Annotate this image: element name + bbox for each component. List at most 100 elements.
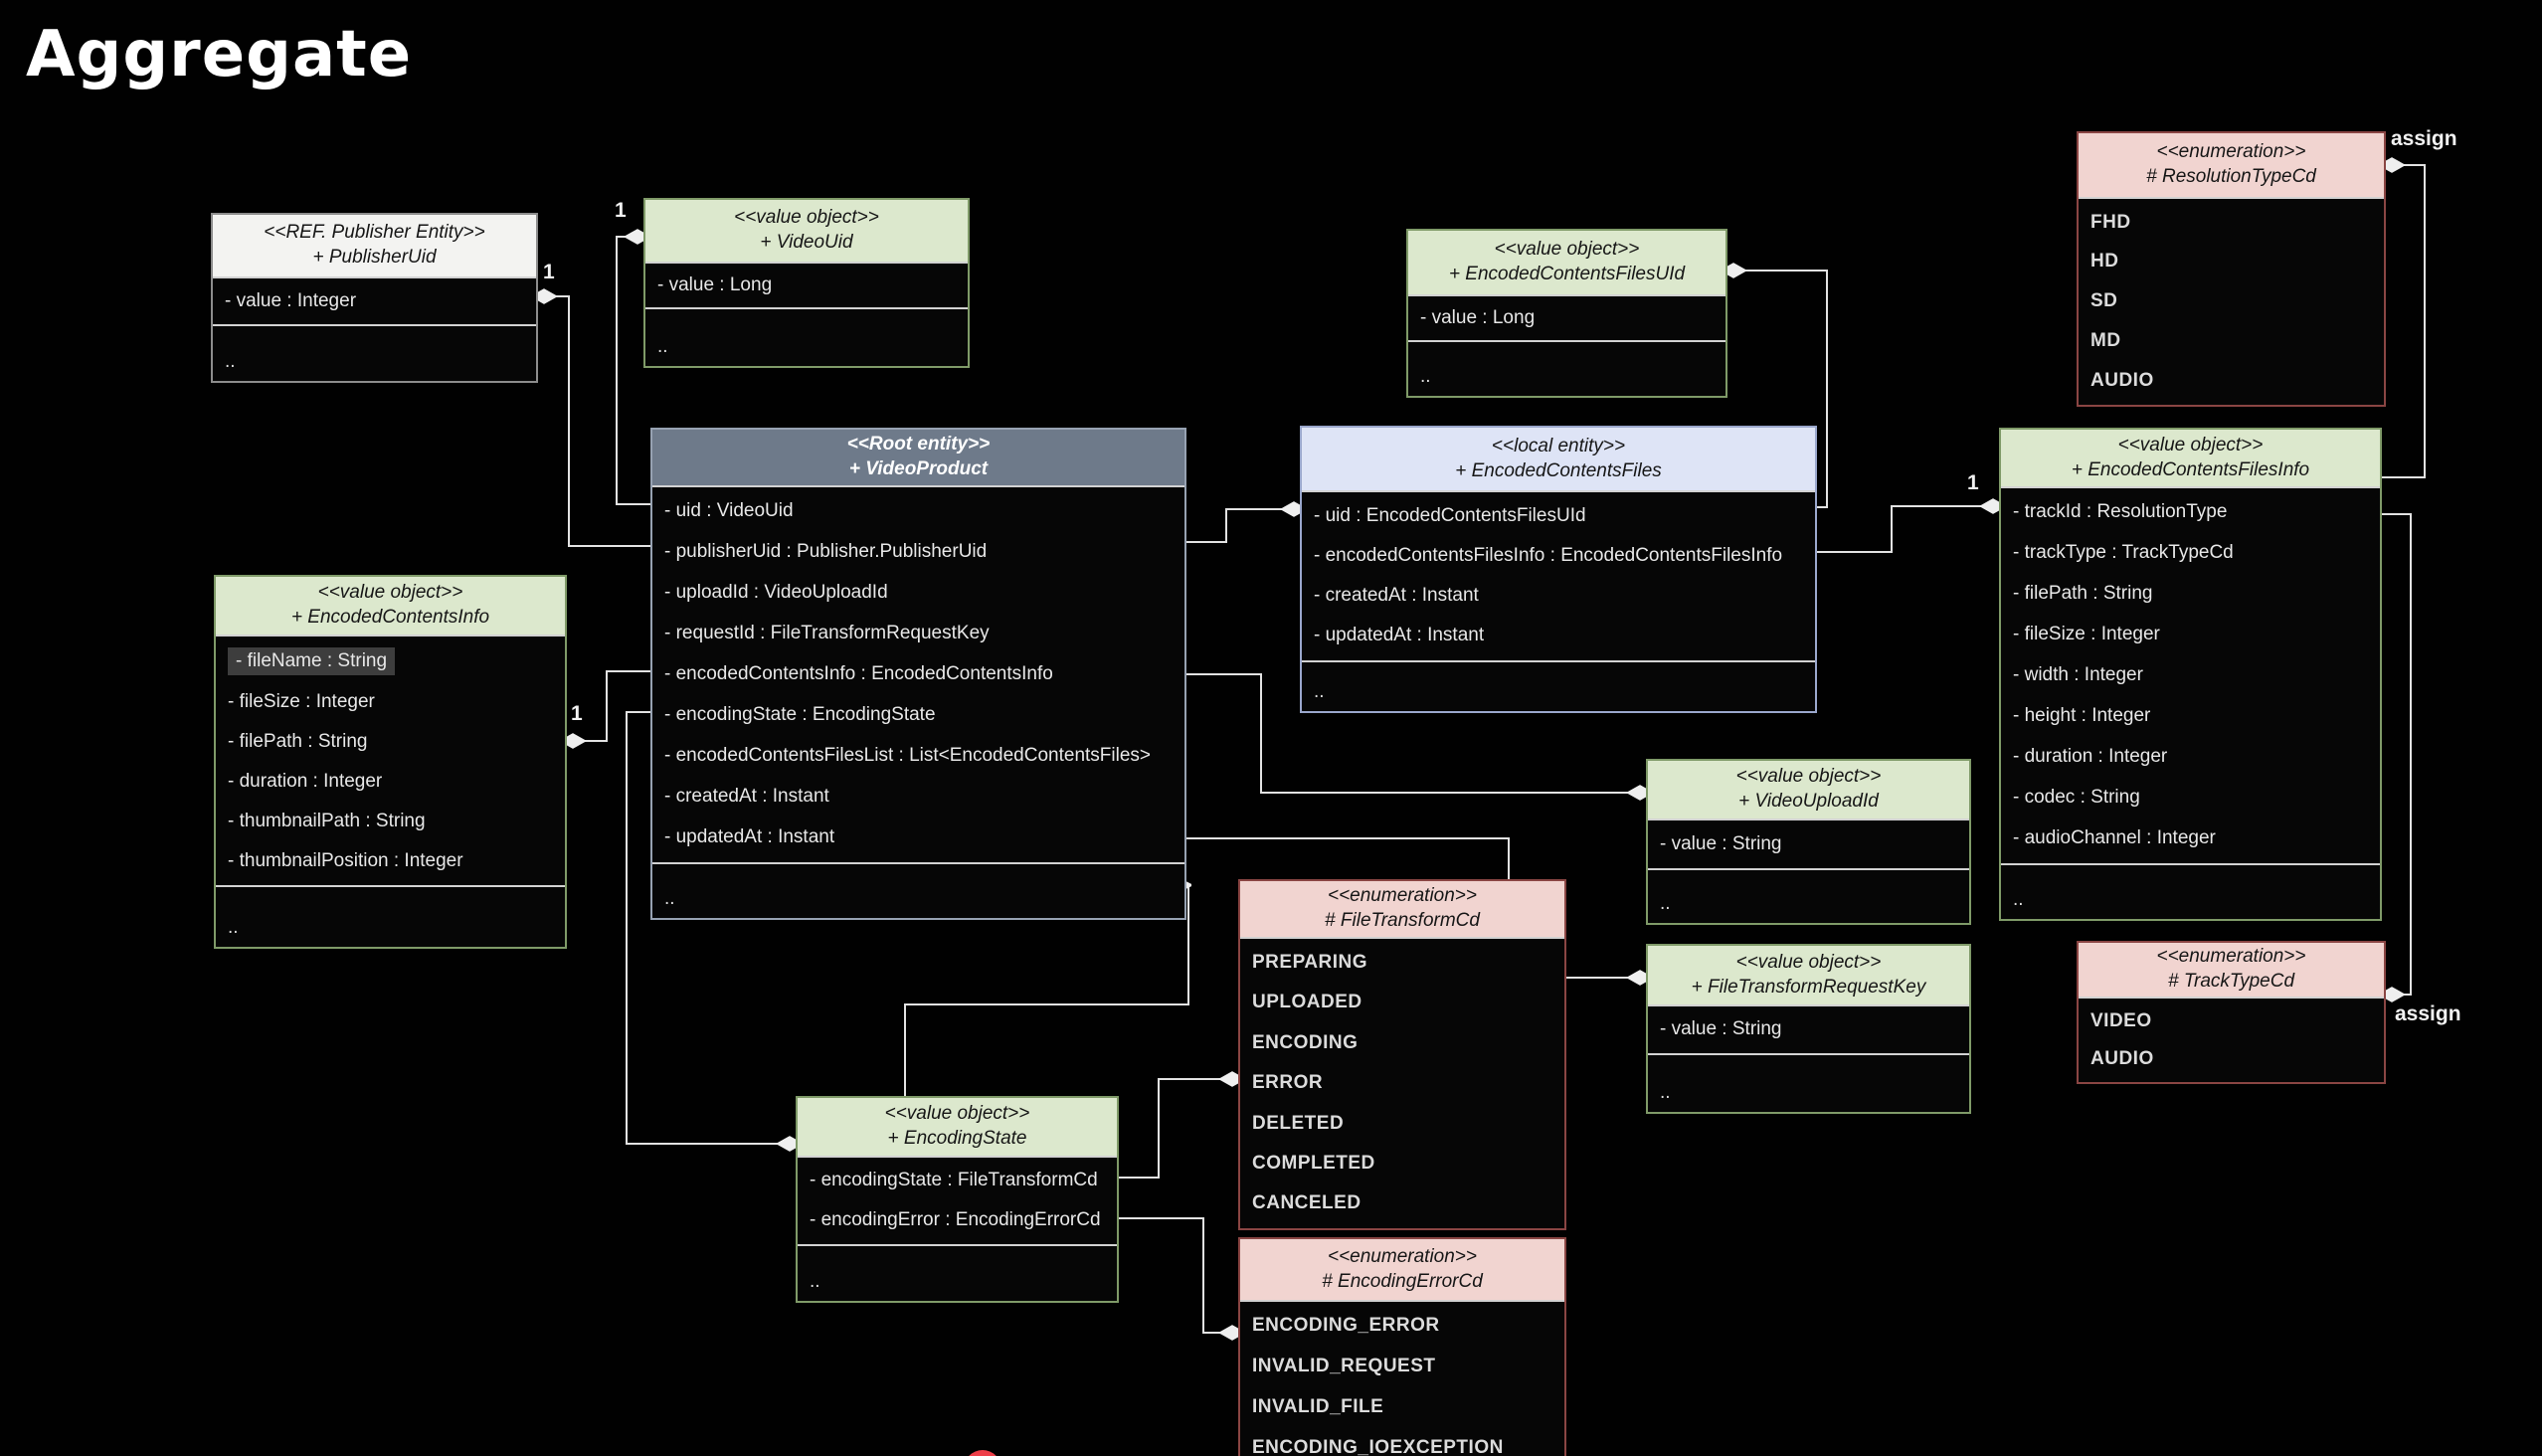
row-text: - encodingState : FileTransformCd <box>810 1170 1098 1191</box>
class-name-label: + FileTransformRequestKey <box>1691 976 1926 998</box>
connector-encodingstate-to-encodingerrorcd <box>1119 1217 1246 1341</box>
row-text: - uid : EncodedContentsFilesUId <box>1314 504 1586 526</box>
enum-item: COMPLETED <box>1240 1151 1564 1178</box>
row-text: - encodedContentsFilesInfo : EncodedCont… <box>1314 544 1783 566</box>
attribute-row: - width : Integer <box>2001 662 2380 689</box>
row-text: - filePath : String <box>2013 583 2153 605</box>
row-text: - createdAt : Instant <box>1314 585 1479 607</box>
encoding-state-header: <<value object>> + EncodingState <box>798 1098 1117 1158</box>
enum-item: INVALID_FILE <box>1240 1394 1564 1421</box>
enum-item: UPLOADED <box>1240 990 1564 1016</box>
row-text: - value : Long <box>657 273 773 295</box>
row-text: - createdAt : Instant <box>664 786 829 808</box>
assign-resolution-label: assign <box>2391 127 2457 150</box>
row-text: - height : Integer <box>2013 705 2151 727</box>
attribute-row: - requestId : FileTransformRequestKey <box>652 621 1184 647</box>
class-name-label: # FileTransformCd <box>1325 910 1480 931</box>
row-text: - encodingError : EncodingErrorCd <box>810 1208 1101 1230</box>
pointer-red-dot <box>964 1450 1001 1456</box>
attribute-row: - publisherUid : Publisher.PublisherUid <box>652 539 1184 566</box>
enum-item: INVALID_REQUEST <box>1240 1354 1564 1380</box>
enum-item: CANCELED <box>1240 1190 1564 1217</box>
video-product-header: <<Root entity>>+ VideoProduct <box>652 430 1184 487</box>
encoded-contents-files-header: <<local entity>>+ EncodedContentsFiles <box>1302 428 1815 492</box>
file-transform-request-key-class-box: <<value object>>+ FileTransformRequestKe… <box>1646 944 1971 1114</box>
attribute-row: - fileName : String <box>216 646 565 676</box>
row-text: ENCODING_IOEXCEPTION <box>1252 1437 1504 1456</box>
row-text: - encodedContentsFilesList : List<Encode… <box>664 745 1151 767</box>
video-uid-class-box: <<value object>>+ VideoUid - value : Long… <box>643 198 970 368</box>
class-name-label: + EncodingState <box>887 1128 1027 1149</box>
encoded-contents-files-rows: - uid : EncodedContentsFilesUId - encoded… <box>1302 492 1815 662</box>
row-text: VIDEO <box>2090 1009 2152 1031</box>
class-name-label: # EncodingErrorCd <box>1322 1270 1483 1292</box>
attribute-row: - codec : String <box>2001 785 2380 812</box>
row-text: FHD <box>2090 211 2131 233</box>
enum-item: DELETED <box>1240 1111 1564 1138</box>
attribute-row: - value : Integer <box>213 288 536 315</box>
attribute-row: - filePath : String <box>2001 581 2380 608</box>
attribute-row: - value : Long <box>645 273 968 299</box>
row-text: - thumbnailPath : String <box>228 810 426 831</box>
mult-encoded-contents-files-info-label: 1 <box>1967 471 1979 494</box>
row-text: AUDIO <box>2090 369 2154 391</box>
video-product-footer: .. <box>664 888 675 909</box>
row-text: INVALID_REQUEST <box>1252 1356 1436 1377</box>
attribute-row: - createdAt : Instant <box>652 784 1184 811</box>
row-text: - trackType : TrackTypeCd <box>2013 542 2234 564</box>
file-transform-request-key-footer: .. <box>1660 1082 1671 1103</box>
row-text: - publisherUid : Publisher.PublisherUid <box>664 541 988 563</box>
mult-video-uid-label: 1 <box>615 199 627 222</box>
encoded-contents-info-footer: .. <box>228 917 239 938</box>
connector-videoproduct-to-encodedcontentsinfo <box>559 670 650 749</box>
row-text: AUDIO <box>2090 1047 2154 1069</box>
enum-item: SD <box>2079 288 2384 315</box>
row-text: - encodingState : EncodingState <box>664 704 936 726</box>
row-text: MD <box>2090 329 2121 351</box>
track-type-cd-rows: VIDEO AUDIO <box>2079 999 2384 1082</box>
encoded-contents-info-header: <<value object>>+ EncodedContentsInfo <box>216 577 565 637</box>
attribute-row: - value : String <box>1648 1016 1969 1043</box>
row-text: - updatedAt : Instant <box>1314 625 1485 646</box>
row-text: ENCODING <box>1252 1031 1359 1053</box>
encoded-contents-files-uid-class-box: <<value object>>+ EncodedContentsFilesUI… <box>1406 229 1727 398</box>
connector-encodingstate-to-filetransformcd <box>1119 1071 1246 1179</box>
stereotype-label: <<value object>> <box>1735 766 1882 788</box>
stereotype-label: <<value object>> <box>884 1103 1030 1125</box>
enum-item: ERROR <box>1240 1070 1564 1097</box>
row-text: INVALID_FILE <box>1252 1396 1384 1418</box>
resolution-type-cd-rows: FHD HD SD MD AUDIO <box>2079 199 2384 405</box>
row-text: CANCELED <box>1252 1192 1362 1214</box>
publisher-uid-footer: .. <box>225 351 236 372</box>
attribute-row: - encodedContentsInfo : EncodedContentsI… <box>652 661 1184 688</box>
attribute-row: - encodedContentsFilesList : List<Encode… <box>652 743 1184 770</box>
video-uid-rows: - value : Long <box>645 264 968 309</box>
row-text: - thumbnailPosition : Integer <box>228 849 463 871</box>
enum-item: HD <box>2079 249 2384 275</box>
encoded-contents-files-class-box: <<local entity>>+ EncodedContentsFiles- … <box>1300 426 1817 713</box>
attribute-row: - trackId : ResolutionType <box>2001 499 2380 526</box>
row-text: - uploadId : VideoUploadId <box>664 582 888 604</box>
row-text: COMPLETED <box>1252 1152 1375 1174</box>
connector-filesinfo-assign-resolutiontypecd <box>2378 157 2426 478</box>
class-name-label: # ResolutionTypeCd <box>2146 166 2316 187</box>
row-text: ERROR <box>1252 1072 1324 1094</box>
stereotype-label: <<local entity>> <box>1491 435 1626 456</box>
row-text: - width : Integer <box>2013 664 2143 686</box>
row-text: - updatedAt : Instant <box>664 826 835 848</box>
file-transform-cd-rows: PREPARING UPLOADED ENCODING ERROR DELETED COM… <box>1240 939 1564 1228</box>
attribute-row: - duration : Integer <box>216 769 565 796</box>
attribute-row: - duration : Integer <box>2001 744 2380 771</box>
attribute-row: - value : Long <box>1408 305 1725 332</box>
stereotype-label: <<enumeration>> <box>1327 885 1477 907</box>
attribute-row: - filePath : String <box>216 729 565 756</box>
enum-item: PREPARING <box>1240 950 1564 977</box>
row-text: - value : Integer <box>225 289 357 311</box>
connector-videoproduct-publisheruid-to-publisheruid <box>530 288 650 547</box>
encoded-contents-files-info-rows: - trackId : ResolutionType - trackType : … <box>2001 488 2380 865</box>
video-uid-header: <<value object>>+ VideoUid <box>645 200 968 264</box>
row-text: - value : Long <box>1420 306 1536 328</box>
row-text: DELETED <box>1252 1112 1345 1134</box>
